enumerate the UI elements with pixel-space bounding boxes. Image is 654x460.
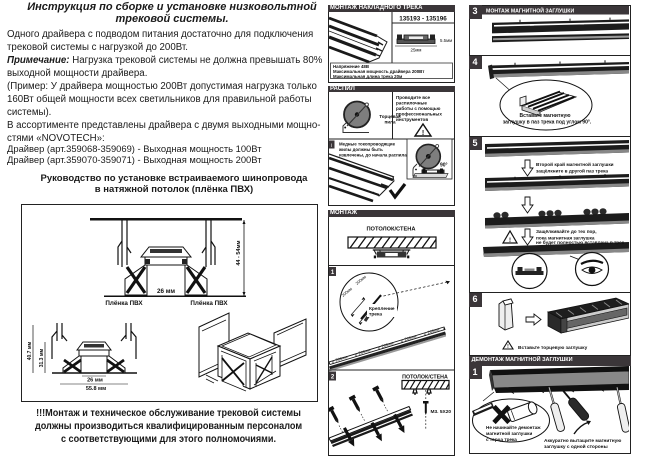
svg-text:90°: 90°: [440, 163, 448, 169]
svg-text:защёлкните в другой паз трека: защёлкните в другой паз трека: [536, 167, 608, 173]
svg-text:26 мм: 26 мм: [87, 378, 103, 384]
svg-text:!: !: [509, 238, 511, 244]
svg-text:трека: трека: [369, 312, 382, 317]
svg-text:Вставьте торцевую заглушку: Вставьте торцевую заглушку: [518, 345, 588, 351]
svg-text:Второй край магнитной заглушки: Второй край магнитной заглушки: [536, 161, 614, 167]
svg-text:40.7 мм: 40.7 мм: [27, 341, 33, 360]
svg-text:ПОТОЛОК/СТЕНА: ПОТОЛОК/СТЕНА: [366, 226, 415, 232]
svg-text:Защёлкивайте до тех пор,: Защёлкивайте до тех пор,: [536, 228, 597, 234]
svg-text:200мм: 200мм: [340, 285, 353, 297]
svg-text:200мм: 200мм: [335, 354, 348, 362]
svg-text:200мм: 200мм: [381, 340, 394, 348]
svg-text:Проводите все: Проводите все: [396, 95, 431, 100]
svg-text:заглушку с одной стороны: заглушку с одной стороны: [544, 443, 608, 450]
svg-text:магнитной заглушки: магнитной заглушки: [486, 430, 532, 436]
svg-text:26 мм: 26 мм: [157, 288, 175, 295]
svg-text:i: i: [331, 143, 332, 149]
svg-text:25мм: 25мм: [411, 48, 422, 53]
svg-text:Плёнка ПВХ: Плёнка ПВХ: [105, 300, 143, 307]
svg-text:М3. 5X20: М3. 5X20: [431, 409, 452, 415]
svg-text:Напряжение 48В: Напряжение 48В: [333, 64, 369, 69]
svg-text:МОНТАЖ МАГНИТНОЙ ЗАГЛУШКИ: МОНТАЖ МАГНИТНОЙ ЗАГЛУШКИ: [486, 7, 574, 15]
svg-text:200мм: 200мм: [358, 347, 371, 355]
svg-text:жилы должны быть: жилы должны быть: [338, 147, 383, 152]
svg-text:!: !: [422, 130, 424, 137]
svg-text:распилочные: распилочные: [396, 101, 427, 106]
svg-text:200мм: 200мм: [404, 333, 417, 341]
svg-text:5.5мм: 5.5мм: [440, 38, 452, 43]
svg-text:извлечены, до начала распила: извлечены, до начала распила: [339, 153, 407, 158]
svg-text:Крепление: Крепление: [369, 306, 395, 312]
svg-text:44 - 54мм: 44 - 54мм: [236, 240, 242, 265]
svg-text:Вставьте магнитную: Вставьте магнитную: [519, 113, 571, 119]
svg-text:1: 1: [331, 270, 335, 276]
svg-text:не будет полностью вставлена в: не будет полностью вставлена в трек: [536, 239, 625, 245]
svg-text:135193 - 135196: 135193 - 135196: [399, 16, 447, 23]
svg-text:31.3 мм: 31.3 мм: [39, 348, 45, 367]
svg-text:!: !: [507, 344, 509, 350]
svg-text:Торцевая: Торцевая: [379, 114, 401, 119]
svg-text:200мм: 200мм: [354, 273, 367, 285]
svg-text:ПОТОЛОК/СТЕНА: ПОТОЛОК/СТЕНА: [402, 374, 448, 380]
svg-text:Не начинайте демонтаж: Не начинайте демонтаж: [486, 424, 541, 430]
svg-text:Максимальная длина трека 20м: Максимальная длина трека 20м: [333, 74, 402, 79]
svg-text:Максимальная мощность драйвера: Максимальная мощность драйвера 200Вт: [333, 69, 425, 74]
svg-text:пила: пила: [384, 120, 396, 125]
svg-text:инструментов: инструментов: [396, 117, 428, 122]
svg-text:Плёнка ПВХ: Плёнка ПВХ: [190, 300, 228, 307]
svg-text:пока магнитная заглушка: пока магнитная заглушка: [536, 235, 595, 240]
svg-text:с торца трека: с торца трека: [486, 437, 517, 442]
svg-text:работы с помощью: работы с помощью: [396, 105, 441, 111]
svg-text:Аккуратно вытащите магнитную: Аккуратно вытащите магнитную: [544, 438, 621, 444]
svg-text:55.8 мм: 55.8 мм: [86, 386, 106, 392]
svg-text:профессиональных: профессиональных: [396, 111, 442, 117]
svg-text:2: 2: [331, 374, 335, 380]
svg-text:заглушку в паз трека под углом: заглушку в паз трека под углом 90°.: [502, 119, 591, 125]
svg-text:Медные токопроводящие: Медные токопроводящие: [339, 142, 396, 147]
svg-text:200мм: 200мм: [427, 326, 440, 334]
